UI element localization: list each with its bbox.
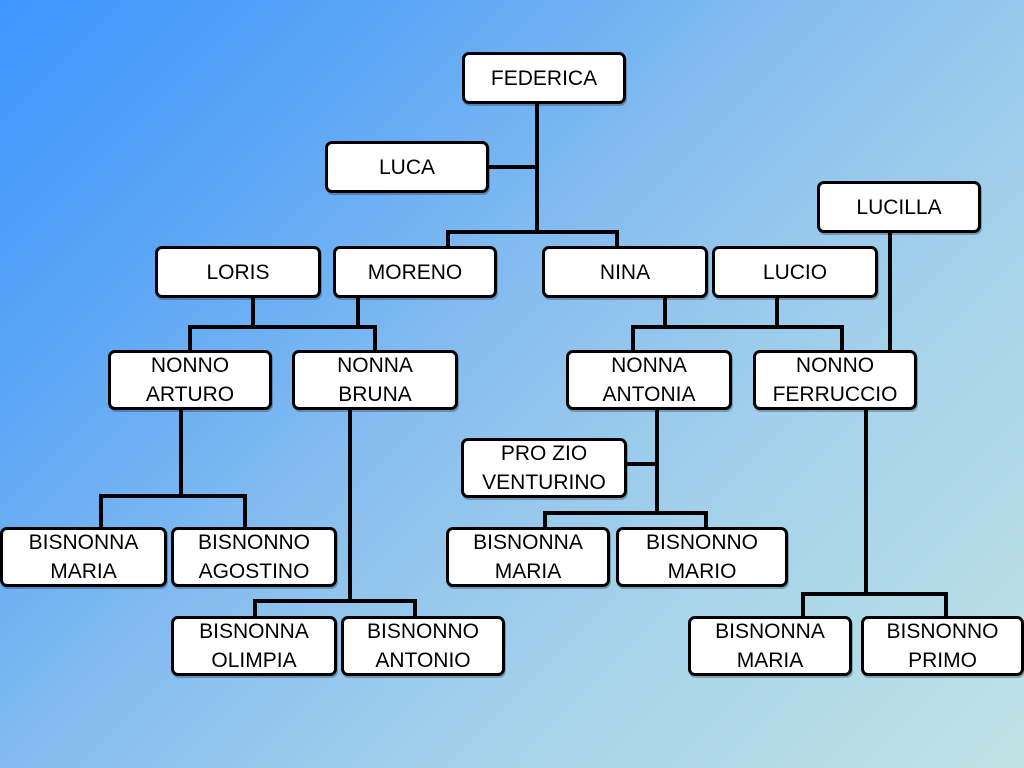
node-lucio: LUCIO [712, 246, 878, 298]
node-lucilla: LUCILLA [817, 181, 981, 233]
node-nonno-arturo: NONNO ARTURO [108, 350, 272, 410]
node-federica: FEDERICA [462, 52, 626, 104]
node-nonna-antonia: NONNA ANTONIA [566, 350, 732, 410]
node-bisnonna-maria-antonia-side: BISNONNA MARIA [446, 527, 610, 587]
node-moreno: MORENO [333, 246, 497, 298]
node-nonno-ferruccio: NONNO FERRUCCIO [753, 350, 917, 410]
node-bisnonna-olimpia: BISNONNA OLIMPIA [171, 616, 337, 676]
node-pro-zio-venturino: PRO ZIO VENTURINO [461, 438, 627, 498]
node-bisnonno-antonio: BISNONNO ANTONIO [341, 616, 505, 676]
node-luca: LUCA [325, 141, 489, 193]
node-bisnonno-primo: BISNONNO PRIMO [861, 616, 1024, 676]
node-bisnonna-maria-paternal: BISNONNA MARIA [0, 527, 167, 587]
node-nina: NINA [542, 246, 708, 298]
node-nonna-bruna: NONNA BRUNA [292, 350, 458, 410]
node-loris: LORIS [155, 246, 321, 298]
node-bisnonna-maria-ferruccio-side: BISNONNA MARIA [688, 616, 852, 676]
node-bisnonno-mario: BISNONNO MARIO [616, 527, 788, 587]
node-bisnonno-agostino: BISNONNO AGOSTINO [171, 527, 337, 587]
